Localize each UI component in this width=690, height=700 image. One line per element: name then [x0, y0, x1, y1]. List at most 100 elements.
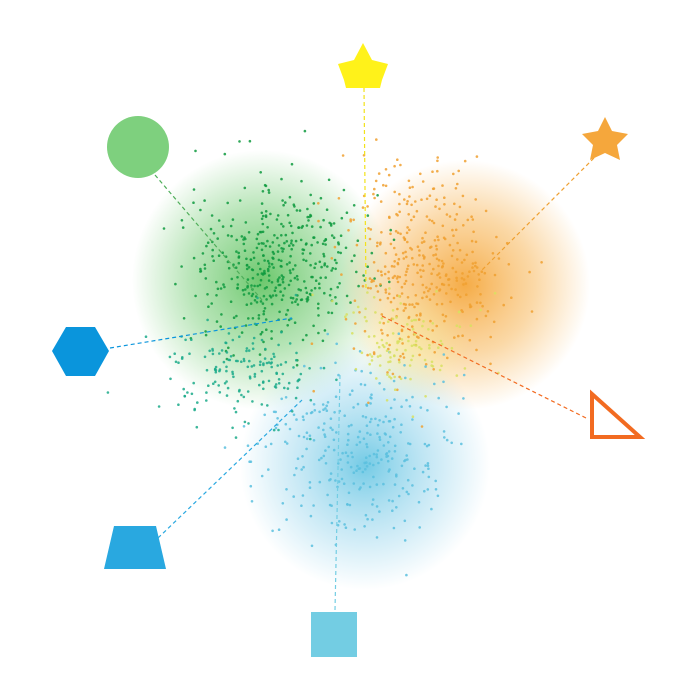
scatter-point-blue	[271, 529, 274, 533]
scatter-point-teal	[231, 370, 234, 374]
scatter-point-orange	[420, 198, 423, 201]
scatter-point-green	[216, 237, 219, 240]
scatter-point-blue	[389, 406, 393, 410]
scatter-point-teal	[265, 361, 269, 365]
scatter-point-green	[260, 330, 264, 334]
scatter-point-blue	[295, 467, 298, 470]
scatter-point-orange	[435, 286, 439, 289]
scatter-point-green	[328, 294, 332, 297]
scatter-point-green	[373, 277, 376, 280]
scatter-point-orange	[480, 270, 484, 274]
scatter-point-green	[285, 263, 289, 266]
scatter-point-green	[325, 208, 329, 211]
scatter-point-orange	[368, 277, 372, 280]
scatter-point-green	[286, 324, 290, 327]
scatter-point-blue	[376, 432, 379, 435]
scatter-point-green	[209, 227, 213, 231]
scatter-point-green	[295, 209, 299, 212]
scatter-point-blue	[395, 506, 398, 509]
scatter-point-green	[249, 258, 253, 262]
scatter-point-orange	[400, 292, 404, 295]
scatter-point-green	[217, 254, 221, 257]
scatter-point-orange	[463, 258, 466, 262]
scatter-point-orange	[433, 351, 437, 354]
scatter-point-orange	[475, 266, 479, 269]
scatter-point-blue	[361, 415, 365, 418]
scatter-point-orange	[358, 311, 361, 314]
anchor-line-triangle	[379, 314, 587, 419]
scatter-point-blue	[368, 462, 372, 465]
scatter-point-yellow	[463, 367, 467, 370]
scatter-point-green	[356, 239, 360, 242]
scatter-point-orange	[449, 300, 452, 304]
scatter-point-green	[355, 270, 358, 274]
scatter-point-orange	[317, 219, 320, 223]
scatter-point-green	[174, 282, 177, 286]
scatter-point-blue	[260, 474, 264, 478]
scatter-point-teal	[248, 375, 252, 379]
scatter-point-blue	[363, 525, 366, 528]
scatter-point-blue	[301, 415, 305, 419]
scatter-point-blue	[365, 442, 368, 446]
scatter-point-green	[231, 218, 235, 221]
scatter-point-yellow	[370, 355, 374, 358]
scatter-point-orange	[495, 235, 498, 239]
scatter-point-blue	[359, 383, 363, 386]
scatter-point-orange	[411, 325, 414, 328]
scatter-point-orange	[475, 301, 479, 304]
scatter-point-green	[306, 207, 309, 211]
scatter-point-blue	[404, 458, 407, 462]
scatter-point-green	[318, 286, 321, 290]
scatter-point-green	[210, 214, 214, 217]
scatter-point-orange	[366, 286, 370, 290]
scatter-point-orange	[441, 184, 444, 187]
scatter-point-orange	[451, 249, 455, 252]
scatter-point-orange	[398, 192, 401, 196]
scatter-point-green	[317, 302, 320, 306]
scatter-point-orange	[407, 335, 410, 339]
scatter-point-orange	[427, 289, 430, 293]
scatter-point-orange	[389, 242, 393, 246]
scatter-point-orange	[434, 244, 438, 248]
scatter-point-green	[235, 250, 238, 253]
scatter-point-orange	[401, 352, 405, 356]
scatter-point-orange	[408, 195, 411, 198]
scatter-point-blue	[358, 467, 362, 470]
scatter-point-orange	[401, 251, 405, 255]
scatter-point-teal	[322, 366, 326, 370]
hexagon-icon	[52, 327, 109, 376]
scatter-point-yellow	[458, 310, 461, 314]
scatter-point-blue	[322, 428, 325, 432]
anchor-line-star-orange	[481, 157, 595, 271]
scatter-point-teal	[260, 369, 264, 373]
scatter-point-green	[330, 311, 334, 315]
scatter-point-orange	[403, 198, 406, 201]
scatter-point-orange	[410, 203, 413, 207]
scatter-point-yellow	[409, 377, 412, 381]
scatter-point-green	[291, 244, 295, 247]
scatter-point-orange	[404, 250, 407, 254]
scatter-point-orange	[415, 335, 419, 339]
scatter-point-green	[263, 259, 266, 262]
scatter-point-blue	[346, 432, 350, 436]
scatter-point-green	[238, 140, 241, 143]
scatter-point-teal	[231, 426, 234, 430]
scatter-point-blue	[462, 397, 465, 400]
scatter-point-orange	[462, 278, 466, 281]
scatter-point-green	[204, 277, 208, 280]
scatter-point-green	[244, 221, 248, 224]
scatter-point-green	[280, 234, 283, 237]
scatter-point-teal	[212, 382, 215, 386]
scatter-point-green	[182, 317, 186, 320]
scatter-point-green	[265, 298, 268, 301]
scatter-point-yellow	[352, 311, 355, 314]
scatter-point-teal	[220, 349, 224, 352]
anchor-line-trapezoid	[157, 399, 303, 539]
scatter-point-yellow	[366, 291, 369, 294]
scatter-point-orange	[399, 232, 402, 236]
scatter-point-green	[291, 268, 295, 271]
scatter-point-orange	[443, 196, 446, 199]
scatter-point-orange	[396, 158, 399, 161]
scatter-point-green	[216, 287, 220, 291]
scatter-point-blue	[356, 464, 359, 468]
